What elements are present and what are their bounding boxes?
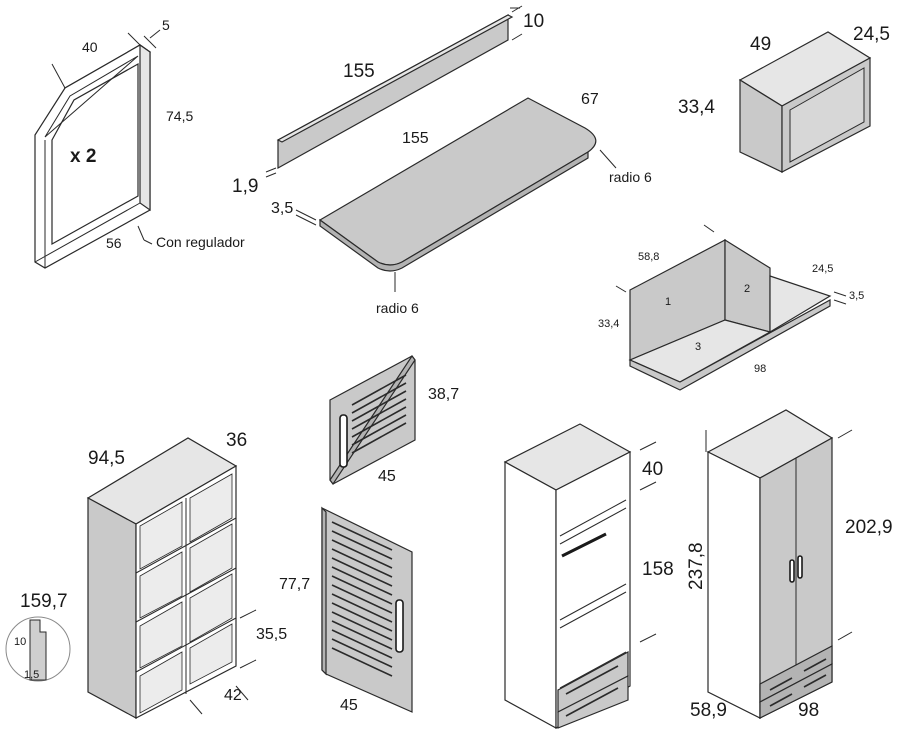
corner-height-label: 33,4 [598, 318, 619, 330]
wardrobe [705, 409, 853, 719]
desk-depth-label: 67 [581, 91, 599, 108]
bookcase-height-label: 159,7 [20, 591, 68, 612]
wardrobe-depth-label: 58,9 [690, 700, 727, 721]
desk-top [295, 97, 617, 292]
mirror-regulator-note: Con regulador [156, 234, 245, 250]
mirror-bottom-label: 56 [106, 235, 122, 251]
detail-bottom-label: 1,5 [24, 669, 39, 681]
desk-length-label: 155 [402, 130, 429, 147]
wall-box-width-label: 49 [750, 34, 771, 55]
small-door [329, 354, 416, 486]
wardrobe-total-height-label: 237,8 [686, 542, 707, 590]
bookcase-width-label: 94,5 [88, 448, 125, 469]
mirror-frame [34, 29, 161, 269]
desk-thickness-label: 3,5 [271, 200, 293, 217]
bookcase [5, 437, 257, 720]
wardrobe-width-label: 98 [798, 700, 819, 721]
shelf-height-label: 10 [523, 11, 544, 32]
corner-length-label: 98 [754, 363, 766, 375]
wall-box-depth-label: 24,5 [853, 24, 890, 45]
detail-top-label: 10 [14, 636, 26, 648]
corner-thickness-label: 3,5 [849, 290, 864, 302]
wardrobe-handle-icon [797, 555, 803, 579]
mirror-depth-label: 5 [162, 17, 170, 33]
mirror-top-label: 40 [82, 39, 98, 55]
desk-radius-right-label: radio 6 [609, 169, 652, 185]
shelf-board [265, 5, 523, 178]
bookcase-depth-label: 36 [226, 430, 247, 451]
tall-door-height-label: 77,7 [279, 576, 310, 593]
corner-unit [615, 224, 847, 391]
corner-depth-label: 24,5 [812, 263, 833, 275]
shelf-length-label: 155 [343, 61, 375, 82]
mirror-quantity-label: x 2 [70, 146, 96, 167]
desk-radius-bottom-label: radio 6 [376, 300, 419, 316]
small-door-width-label: 45 [378, 468, 396, 485]
bookcase-compartment-height-label: 35,5 [256, 626, 287, 643]
corner-width-label: 58,8 [638, 251, 659, 263]
corner-part-2: 2 [744, 283, 750, 295]
tall-door [321, 506, 413, 713]
dim-line [51, 63, 66, 89]
open-wardrobe [503, 423, 657, 730]
bookcase-compartment-width-label: 42 [224, 687, 242, 704]
door-handle-icon [339, 414, 348, 468]
dim-line [127, 32, 141, 46]
door-handle-icon [395, 599, 404, 653]
wardrobe-door-height-label: 202,9 [845, 517, 893, 538]
tall-door-width-label: 45 [340, 697, 358, 714]
wall-box-height-label: 33,4 [678, 97, 715, 118]
open-wardrobe-middle-label: 158 [642, 559, 674, 580]
wardrobe-handle-icon [789, 559, 795, 583]
mirror-height-label: 74,5 [166, 108, 193, 124]
corner-part-1: 1 [665, 296, 671, 308]
corner-part-3: 3 [695, 341, 701, 353]
small-door-height-label: 38,7 [428, 386, 459, 403]
open-wardrobe-top-label: 40 [642, 459, 663, 480]
wall-box [738, 31, 872, 173]
shelf-thickness-label: 1,9 [232, 176, 258, 197]
